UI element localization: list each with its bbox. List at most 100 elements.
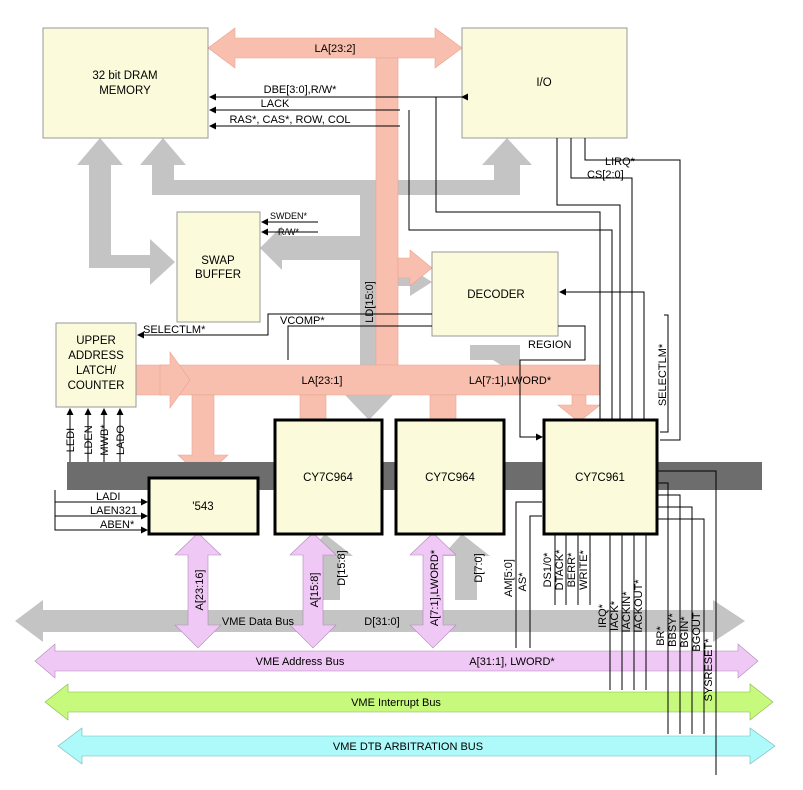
br-label: BR* (655, 626, 667, 646)
dbe-label: DBE[3:0],R/W* (264, 84, 337, 96)
dram-gray-arrow-left (77, 138, 175, 285)
a23-16-arrow (174, 532, 222, 649)
dtack-label: DTACK* (554, 549, 566, 590)
iackout-label: IACKOUT* (633, 579, 645, 633)
vme-arbitration-bus (57, 727, 776, 765)
blocks: 32 bit DRAM MEMORY I/O SWAP BUFFER DECOD… (42, 27, 659, 536)
as-label: AS* (517, 572, 529, 592)
ras-label: RAS*, CAS*, ROW, COL (229, 114, 350, 126)
ledi-label: LEDI (65, 428, 77, 452)
signal-lines (54, 93, 717, 775)
a7-1-label: A[7:1],LWORD* (429, 549, 441, 626)
dram-label-1: 32 bit DRAM (92, 70, 157, 82)
mwb-label: MWB* (99, 424, 111, 456)
upper-label-3: LATCH/ (76, 365, 117, 377)
la-to-upper-latch (159, 351, 191, 409)
lack-label: LACK (261, 98, 290, 110)
laen-label: LAEN321 (90, 505, 137, 517)
selectlm-line (137, 313, 432, 339)
lado-label: LADO (115, 425, 127, 455)
signal-labels: LA[23:2] DBE[3:0],R/W* LACK RAS*, CAS*, … (65, 43, 715, 701)
dram-label-2: MEMORY (99, 85, 151, 97)
cy7c964-label-1: CY7C964 (303, 472, 353, 484)
ladi-label: LADI (96, 491, 120, 503)
la-to-cy961 (557, 394, 601, 423)
bbsy-line (657, 494, 681, 734)
lden-label: LDEN (83, 425, 95, 454)
vme-data-bus-label: VME Data Bus (222, 616, 295, 628)
bgin-label: BGIN* (679, 616, 691, 648)
ds-label: DS1/0* (542, 552, 554, 588)
543-block (147, 476, 260, 536)
vcomp-line (287, 325, 432, 360)
cy7c961-label: CY7C961 (575, 472, 625, 484)
gray-arrow-region (490, 345, 510, 371)
bus-labels: VME Data Bus D[31:0] VME Address Bus A[3… (222, 616, 555, 753)
selectlm-right-2 (660, 314, 669, 433)
la-trunk (375, 57, 399, 366)
sysreset-label: SYSRESET* (703, 638, 715, 702)
543-label: '543 (192, 501, 213, 513)
vme-data-bus-signal: D[31:0] (364, 616, 399, 628)
io-gray-arrow (378, 138, 532, 195)
am-line (515, 501, 542, 648)
a23-16-label: A[23:16] (194, 570, 206, 611)
salmon-address-buses (135, 27, 601, 479)
decoder-block (431, 251, 559, 337)
dram-block (42, 27, 209, 139)
io-cs-line (570, 138, 633, 420)
rw-label: R/W* (278, 227, 299, 237)
swap-label-2: BUFFER (195, 269, 241, 281)
as-line (529, 515, 542, 648)
la-to-cy964a (299, 394, 327, 421)
selectlm-right (519, 325, 586, 441)
decoder-to-961 (559, 288, 645, 420)
io-lirq2 (584, 138, 681, 441)
cs-label: CS[2:0] (587, 169, 624, 181)
a15-8-arrow (289, 532, 337, 649)
vcomp-label: VCOMP* (280, 315, 325, 327)
dbe-down (435, 97, 601, 420)
vme-address-bus (34, 643, 759, 679)
iack-label: IACK* (609, 600, 621, 631)
upper-label-4: COUNTER (68, 380, 125, 392)
vme-address-bus-label: VME Address Bus (256, 656, 345, 668)
lirq-label: LIRQ* (605, 156, 636, 168)
gray-d7-0 (442, 534, 490, 600)
swap-label-1: SWAP (201, 255, 235, 267)
bgin-line (657, 506, 693, 734)
cy7c964-block-1 (273, 418, 384, 536)
bbsy-label: BBSY* (667, 612, 679, 646)
aben-line (54, 516, 148, 534)
iackin-label: IACKIN* (621, 591, 633, 633)
upper-latch-block (55, 322, 137, 408)
bgout-label: BGOUT (691, 612, 703, 651)
sysreset-line (657, 470, 717, 775)
write-label: WRITE* (578, 549, 590, 589)
region-label: REGION (528, 339, 571, 351)
ras-down (408, 110, 613, 420)
swap-buffer-block (176, 211, 261, 323)
io-lirq-line (556, 138, 621, 420)
selectlm-right-label: SELECTLM* (657, 343, 669, 406)
io-block (461, 27, 628, 139)
cy7c964-label-2: CY7C964 (425, 472, 475, 484)
upper-label-2: ADDRESS (68, 350, 124, 362)
la-23-2-label: LA[23:2] (315, 43, 356, 55)
upper-label-1: UPPER (76, 335, 116, 347)
la-to-cy964b (429, 394, 457, 421)
a15-8-label: A[15:8] (309, 573, 321, 608)
vme-interrupt-bus (44, 683, 774, 721)
cy7c964-block-2 (394, 418, 506, 536)
decoder-label: DECODER (467, 289, 525, 301)
cy7c961-block (542, 418, 659, 536)
ld-gray-to-swap (260, 226, 360, 270)
la-7-1-label: LA[7:1],LWORD* (469, 375, 552, 387)
la-to-decoder (397, 249, 433, 287)
vme-address-bus-signal: A[31:1], LWORD* (469, 656, 555, 668)
la-23-1-label: LA[23:1] (302, 375, 343, 387)
vme-interrupt-bus-label: VME Interrupt Bus (351, 697, 441, 709)
d7-0-label: D[7:0] (473, 553, 485, 582)
vme-arbitration-bus-label: VME DTB ARBITRATION BUS (333, 741, 483, 753)
